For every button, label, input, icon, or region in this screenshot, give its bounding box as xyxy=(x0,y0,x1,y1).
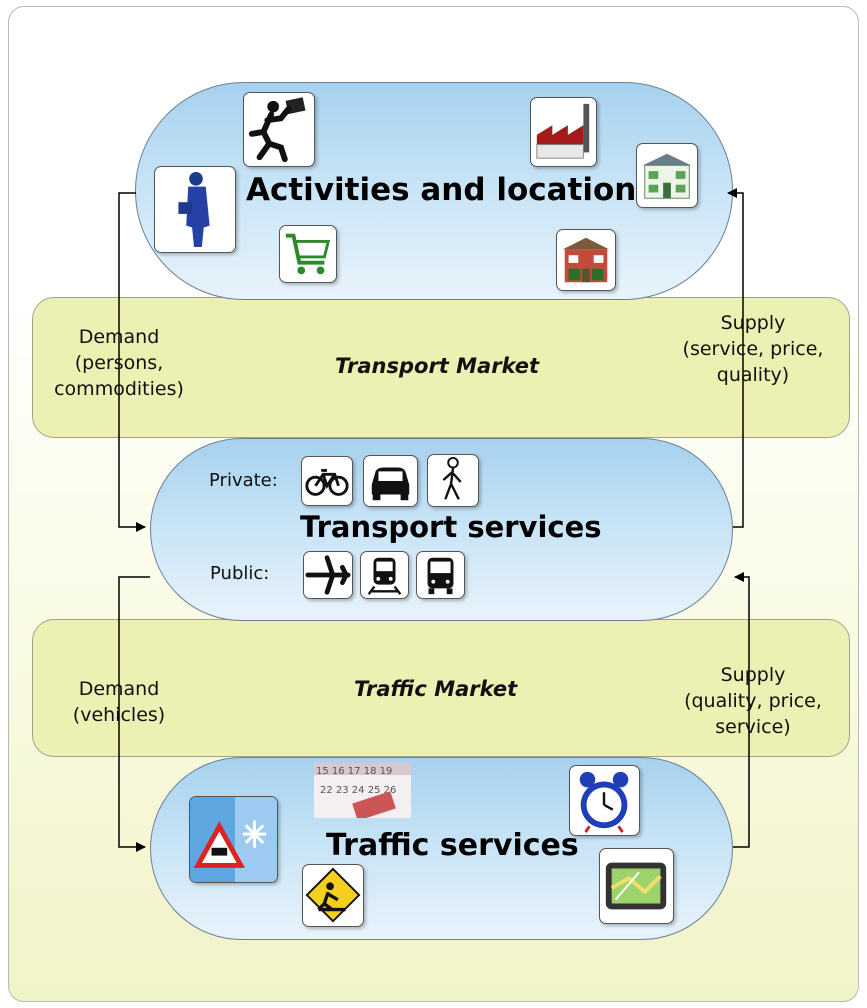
airplane-icon xyxy=(303,551,353,599)
factory-icon xyxy=(530,97,597,167)
traffic-market-label: Traffic Market xyxy=(354,677,518,701)
road-weather-warning-icon xyxy=(189,796,278,883)
businessman-icon xyxy=(154,166,236,253)
road-works-icon xyxy=(302,864,364,927)
alarm-clock-icon xyxy=(569,765,640,836)
bicycle-icon xyxy=(301,456,353,506)
traffic-demand-label: Demand (vehicles) xyxy=(72,678,166,726)
private-label: Private: xyxy=(209,470,278,491)
public-label: Public: xyxy=(210,563,270,584)
transport-supply-label: Supply (service, price, quality) xyxy=(682,312,824,386)
transport-demand-label: Demand (persons, commodities) xyxy=(54,326,184,400)
gps-navigator-icon xyxy=(599,848,674,924)
train-icon xyxy=(360,551,409,599)
shop-icon xyxy=(556,229,616,291)
calendar-icon: 15 16 17 18 19 22 23 24 25 26 xyxy=(314,763,411,818)
demand-persons-arrow xyxy=(118,192,146,532)
transport-services-title: Transport services xyxy=(300,510,602,544)
transport-market-label: Transport Market xyxy=(335,354,540,378)
traffic-services-title: Traffic services xyxy=(326,828,579,863)
shopping-cart-icon xyxy=(279,225,337,283)
transport-market-band xyxy=(32,297,850,438)
pedestrian-icon xyxy=(427,454,479,507)
traffic-market-band xyxy=(32,619,850,757)
running-man-icon xyxy=(243,92,315,167)
house-icon xyxy=(636,143,698,208)
svg-text:15 16 17 18 19: 15 16 17 18 19 xyxy=(316,766,392,777)
svg-text:22 23 24 25 26: 22 23 24 25 26 xyxy=(320,785,396,796)
activities-title: Activities and locations xyxy=(246,172,655,208)
demand-vehicles-arrow xyxy=(118,576,150,852)
traffic-supply-label: Supply (quality, price, service) xyxy=(684,664,822,738)
bus-icon xyxy=(416,551,465,599)
supply-service-arrow xyxy=(727,188,744,528)
car-icon xyxy=(363,455,418,507)
supply-quality-arrow xyxy=(733,572,750,848)
